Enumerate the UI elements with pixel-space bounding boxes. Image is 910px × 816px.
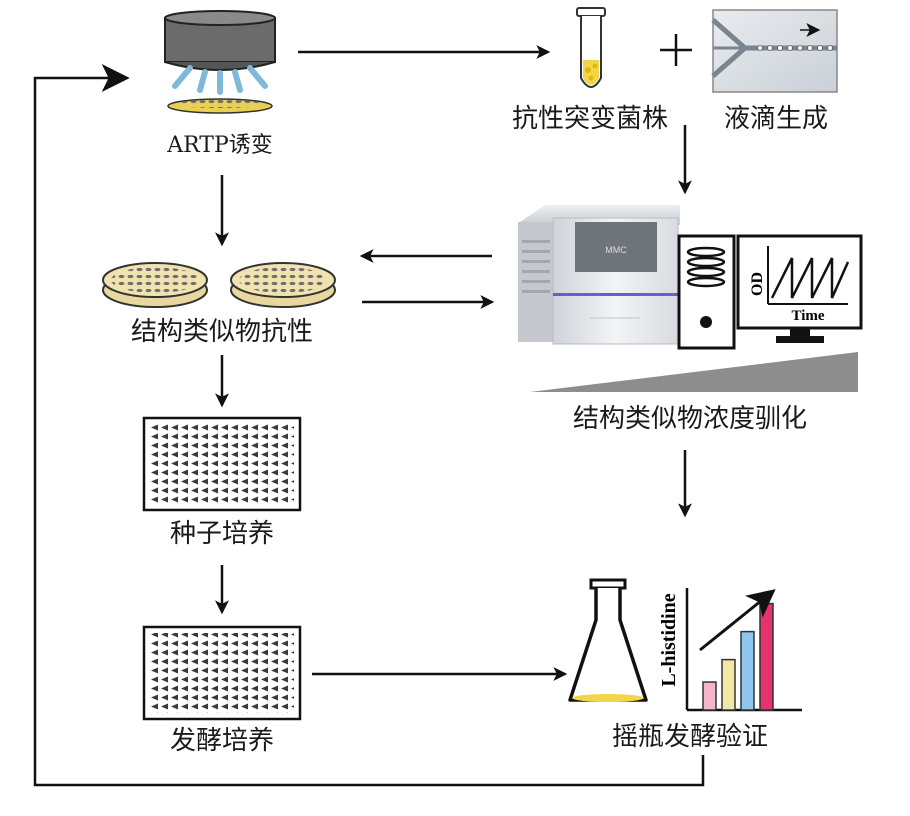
artp-device: ARTP诱变 xyxy=(164,10,276,158)
label-droplet: 液滴生成 xyxy=(724,104,828,134)
histidine-bar-1 xyxy=(702,681,717,711)
label-flask-verify: 摇瓶发酵验证 xyxy=(612,722,768,752)
monitor-y-label: OD xyxy=(749,272,766,296)
histidine-bar-3 xyxy=(740,630,755,711)
petri-dish-right xyxy=(230,262,336,308)
plus-icon xyxy=(660,34,692,66)
label-ferment-culture: 发酵培养 xyxy=(170,726,274,756)
monitor-icon: OD Time xyxy=(736,234,863,343)
device-brand: MMC xyxy=(605,245,627,255)
seed-culture-plate xyxy=(142,416,302,512)
histidine-bar-4 xyxy=(759,602,774,711)
histidine-bar-2 xyxy=(721,658,736,711)
label-analog-resistance: 结构类似物抗性 xyxy=(131,317,313,347)
feedback-loop-line xyxy=(33,64,705,787)
test-tube-icon xyxy=(576,7,606,88)
computer-tower-icon xyxy=(677,234,736,350)
od-growth-curve xyxy=(770,257,850,299)
label-domestication: 结构类似物浓度驯化 xyxy=(573,404,807,434)
chart-y-label: L-histidine xyxy=(658,593,680,686)
monitor-x-label: Time xyxy=(791,308,824,324)
erlenmeyer-flask-icon xyxy=(568,578,648,702)
label-seed-culture: 种子培养 xyxy=(170,519,274,549)
chart-trend-arrow xyxy=(699,589,776,652)
connector-arrows xyxy=(33,45,705,787)
ferment-culture-plate xyxy=(142,625,302,721)
droplet-chip-icon xyxy=(711,9,838,93)
petri-dish-left xyxy=(102,262,208,308)
label-resistant-strain: 抗性突变菌株 xyxy=(512,104,668,134)
label-artp: ARTP诱变 xyxy=(166,133,273,158)
mmc-instrument: MMC xyxy=(518,205,680,345)
concentration-wedge xyxy=(530,352,858,392)
histidine-chart: L-histidine xyxy=(658,588,802,712)
